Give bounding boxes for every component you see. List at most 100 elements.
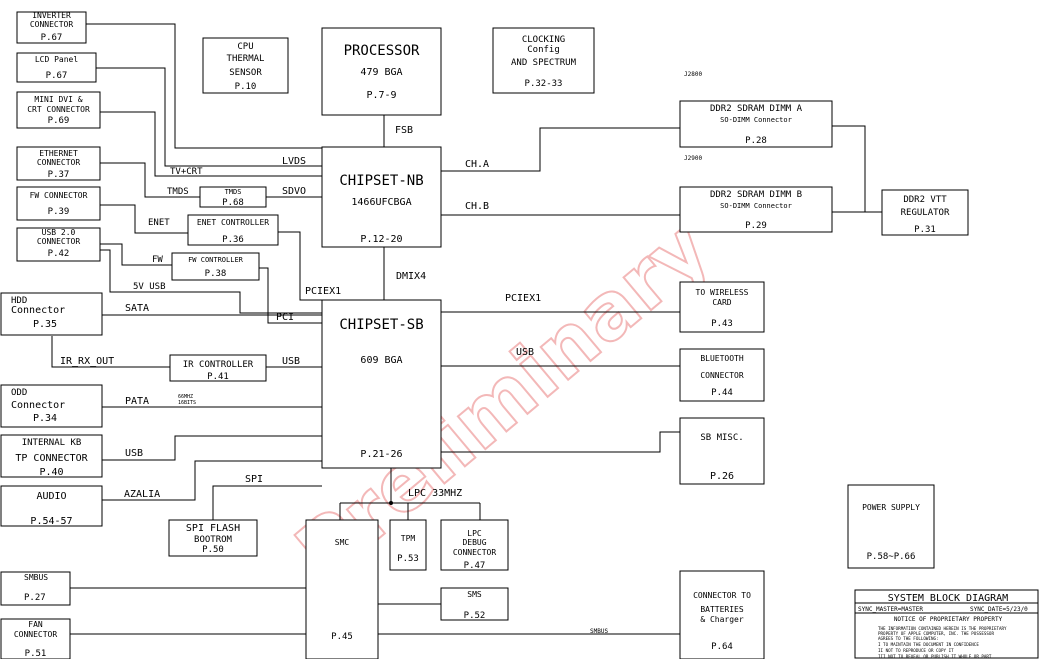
label-usb-bt: USB [516,347,534,358]
box-minidvi-line-2: P.69 [48,116,70,126]
box-odd-frame [0,384,103,428]
box-dimmb-line-0: DDR2 SDRAM DIMM B [710,190,802,200]
box-fwctrl-frame [171,252,260,281]
box-cpu-thermal-frame [202,37,289,94]
box-wireless-line-1: CARD [712,298,731,307]
box-audio-line-1: P.54-57 [30,516,72,527]
box-processor-line-2: P.7-9 [366,90,396,101]
box-odd-line-2: P.34 [33,413,57,424]
box-usbconn-line-2: P.42 [48,249,70,259]
label-usb-kb: USB [125,448,143,459]
label-dmix4: DMIX4 [396,271,426,282]
box-smbus-line-0: SMBUS [24,573,48,582]
title-block-line-2: AGREES TO THE FOLLOWING: [878,636,939,641]
box-batteries-line-3: P.64 [711,642,733,652]
label-tvcrt: TV+CRT [170,167,203,177]
box-lpcdebug-line-0: LPC [467,529,482,538]
label-enet: ENET [148,218,170,228]
box-clocking-line-0: CLOCKING [522,35,565,45]
label-j2900: J2900 [684,155,702,162]
box-dimma-frame [679,100,833,148]
box-batteries-line-1: BATTERIES [700,605,744,614]
box-processor-line-1: 479 BGA [360,67,402,78]
title-block-lines: THE INFORMATION CONTAINED HEREIN IS THE … [878,626,1007,659]
label-smbus: SMBUS [590,628,608,635]
label-pciex1-nb: PCIEX1 [305,286,341,297]
box-enet: ENET CONTROLLER P.36 [187,214,279,246]
box-cpu-thermal-line-2: SENSOR [229,68,262,78]
label-fw: FW [152,255,163,265]
box-sb-frame [321,299,442,469]
label-fsb: FSB [395,125,413,136]
box-sbmisc-line-1: P.26 [710,471,734,482]
box-sb-line-0: CHIPSET-SB [339,317,423,333]
box-smc-frame [305,519,379,659]
label-usb-ir: USB [282,356,300,367]
label-lpc: LPC 33MHZ [408,488,462,499]
label-ir-rx-out: IR_RX_OUT [60,356,114,367]
box-lpcdebug-frame [440,519,509,571]
box-clocking-line-1: Config [527,45,560,55]
box-vtt-line-0: DDR2 VTT [903,195,947,205]
box-hdd-line-0: HDD [11,296,27,306]
title-block: SYSTEM BLOCK DIAGRAM SYNC_MASTER=MASTER … [854,589,1039,659]
box-ethernet-line-0: ETHERNET [39,149,78,158]
box-vtt-line-1: REGULATOR [901,208,950,218]
box-enet-line-0: ENET CONTROLLER [197,218,269,227]
box-sb-line-2: P.21-26 [360,449,402,460]
box-ethernet-frame [16,146,101,181]
box-bluetooth-line-0: BLUETOOTH [700,354,744,363]
box-smbus: SMBUS P.27 [0,571,71,606]
box-nb-frame [321,146,442,248]
box-audio-line-0: AUDIO [36,491,66,502]
box-dimmb-line-2: P.29 [745,221,767,231]
box-clocking-line-3: P.32-33 [525,79,563,89]
box-wireless-line-0: TO WIRELESS [696,288,749,297]
box-smc-line-1: P.45 [331,632,353,642]
box-odd-line-0: ODD [11,388,27,398]
box-dimmb-line-1: SO-DIMM Connector [720,202,792,210]
box-enet-line-1: P.36 [222,235,244,245]
title-block-line-4: II NOT TO REPRODUCE OR COPY IT [878,648,954,653]
title-block-line-3: I TO MAINTAIN THE DOCUMENT IN CONFIDENCE [878,642,979,647]
box-spiflash-line-2: P.50 [202,545,224,555]
box-kb-line-1: TP CONNECTOR [15,453,88,464]
box-tmds-line-0: TMDS [225,188,242,196]
box-sms-line-0: SMS [467,590,482,599]
box-spiflash-line-0: SPI FLASH [186,523,240,534]
box-lpcdebug-line-2: CONNECTOR [453,548,497,557]
title-block-master: SYNC_MASTER=MASTER [858,606,923,613]
box-ir-line-0: IR CONTROLLER [183,360,254,370]
box-power-line-1: P.58~P.66 [867,552,916,562]
wires [51,23,882,635]
label-pata: PATA [125,396,149,407]
box-enet-frame [187,214,279,246]
label-chb: CH.B [465,201,489,212]
box-sms-frame [440,587,509,621]
title-block-line-0: THE INFORMATION CONTAINED HEREIN IS THE … [878,626,1007,631]
box-inverter-line-0: INVERTER [32,11,71,20]
box-smbus-line-1: P.27 [24,593,46,603]
box-cpu-thermal-line-1: THERMAL [227,54,265,64]
box-clocking-line-2: AND SPECTRUM [511,58,577,68]
box-inverter-line-2: P.67 [41,33,63,43]
box-hdd-line-1: Connector [11,305,65,316]
